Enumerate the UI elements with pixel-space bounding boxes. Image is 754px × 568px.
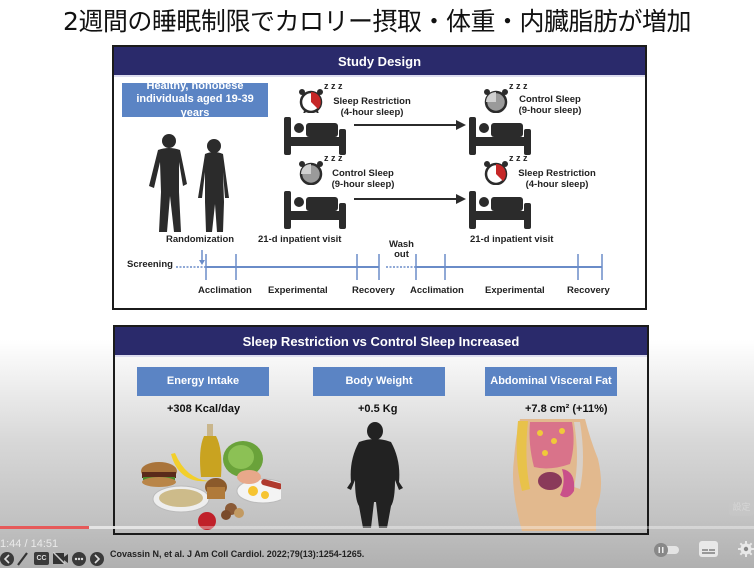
condition-name: Sleep Restriction bbox=[333, 96, 411, 107]
settings-button[interactable] bbox=[738, 541, 754, 557]
progress-buffer bbox=[0, 526, 197, 529]
cc-icon: CC bbox=[36, 555, 47, 562]
slide-title: 2週間の睡眠制限でカロリー摂取・体重・内臓脂肪が増加 bbox=[63, 7, 691, 36]
camera-off-button[interactable] bbox=[53, 552, 69, 565]
condition-detail: (4-hour sleep) bbox=[340, 106, 404, 118]
people-silhouette-icon bbox=[149, 134, 229, 232]
obese-silhouette-icon bbox=[347, 422, 403, 528]
washout-line1: Wash bbox=[389, 239, 414, 250]
arrow-icon bbox=[354, 120, 466, 130]
more-options-button[interactable] bbox=[72, 552, 86, 566]
washout-label: Wash out bbox=[389, 240, 414, 260]
energy-intake-value: +308 Kcal/day bbox=[167, 403, 241, 415]
results-panel: Sleep Restriction vs Control Sleep Incre… bbox=[113, 325, 649, 535]
timeline bbox=[176, 250, 603, 280]
autoplay-toggle[interactable] bbox=[653, 543, 681, 557]
results-header: Sleep Restriction vs Control Sleep Incre… bbox=[115, 327, 647, 357]
randomization-label: Randomization bbox=[166, 234, 235, 245]
study-design-panel: Study Design Healthy, nonobese individua… bbox=[112, 45, 647, 310]
alarm-clock-control-icon bbox=[484, 89, 508, 113]
body-weight-value: +0.5 Kg bbox=[358, 403, 398, 415]
population-line1: Healthy, nonobese bbox=[146, 80, 244, 93]
zzz-icon: z z z bbox=[324, 153, 343, 163]
settings-tooltip: 設定 bbox=[729, 497, 754, 516]
arrow-icon bbox=[354, 194, 466, 204]
visceral-fat-box: Abdominal Visceral Fat bbox=[485, 367, 617, 396]
time-display: 1:44 / 14:51 bbox=[0, 538, 59, 550]
population-box: Healthy, nonobese individuals aged 19-39… bbox=[122, 80, 268, 119]
arm2-first-condition: z z z Control Sleep (9-hour sleep) bbox=[284, 153, 424, 229]
settings-tooltip-text: 設定 bbox=[732, 502, 751, 512]
pen-icon bbox=[17, 552, 28, 566]
condition-name: Control Sleep bbox=[519, 94, 581, 105]
gear-icon bbox=[738, 541, 754, 557]
camera-off-icon bbox=[53, 552, 68, 565]
inpatient-visit-2-label: 21-d inpatient visit bbox=[470, 234, 554, 245]
next-button[interactable] bbox=[90, 552, 104, 566]
visceral-fat-value: +7.8 cm² (+11%) bbox=[525, 403, 608, 415]
previous-button[interactable] bbox=[0, 552, 14, 566]
pen-button[interactable] bbox=[16, 551, 30, 566]
zzz-icon: z z z bbox=[509, 153, 528, 163]
food-illustration-icon bbox=[141, 424, 281, 530]
condition-detail: (9-hour sleep) bbox=[518, 104, 582, 116]
arm1-first-condition: z z z Sleep Restriction (4-hour sleep) bbox=[284, 81, 424, 157]
energy-intake-box: Energy Intake bbox=[137, 367, 269, 396]
zzz-icon: z z z bbox=[509, 81, 528, 91]
condition-name: Sleep Restriction bbox=[518, 168, 596, 179]
subtitles-button[interactable] bbox=[699, 541, 718, 557]
bed-icon bbox=[469, 117, 531, 155]
condition-detail: (9-hour sleep) bbox=[331, 178, 395, 190]
bed-icon bbox=[284, 117, 346, 155]
toggle-icon bbox=[654, 543, 679, 557]
condition-detail: (4-hour sleep) bbox=[525, 178, 589, 190]
subtitles-icon bbox=[699, 541, 718, 557]
inpatient-visit-1-label: 21-d inpatient visit bbox=[258, 234, 342, 245]
captions-button[interactable]: CC bbox=[34, 552, 49, 565]
phase-experimental-1: Experimental bbox=[268, 285, 328, 296]
bed-icon bbox=[469, 191, 531, 229]
citation: Covassin N, et al. J Am Coll Cardiol. 20… bbox=[110, 549, 365, 559]
zzz-icon: z z z bbox=[324, 81, 343, 91]
phase-acclimation-1: Acclimation bbox=[198, 285, 252, 296]
study-design-header: Study Design bbox=[114, 47, 645, 77]
bed-icon bbox=[284, 191, 346, 229]
alarm-clock-restriction-icon bbox=[299, 89, 323, 113]
phase-experimental-2: Experimental bbox=[485, 285, 545, 296]
more-icon bbox=[72, 552, 86, 566]
phase-acclimation-2: Acclimation bbox=[410, 285, 464, 296]
alarm-clock-control-icon bbox=[299, 161, 323, 185]
arrow-left-icon bbox=[0, 552, 14, 566]
arrow-right-icon bbox=[90, 552, 104, 566]
arm1-second-condition: z z z Control Sleep (9-hour sleep) bbox=[469, 81, 609, 157]
progress-played[interactable] bbox=[0, 526, 89, 529]
phase-recovery-2: Recovery bbox=[567, 285, 610, 296]
washout-line2: out bbox=[394, 248, 409, 260]
screening-label: Screening bbox=[127, 259, 173, 270]
progress-track[interactable] bbox=[0, 526, 754, 529]
population-line2: individuals aged 19-39 years bbox=[136, 93, 254, 119]
abdomen-cross-section-icon bbox=[513, 419, 602, 531]
body-weight-box: Body Weight bbox=[313, 367, 445, 396]
alarm-clock-restriction-icon bbox=[484, 161, 508, 185]
arm2-second-condition: z z z Sleep Restriction (4-hour sleep) bbox=[469, 153, 609, 229]
phase-recovery-1: Recovery bbox=[352, 285, 395, 296]
condition-name: Control Sleep bbox=[332, 168, 394, 179]
